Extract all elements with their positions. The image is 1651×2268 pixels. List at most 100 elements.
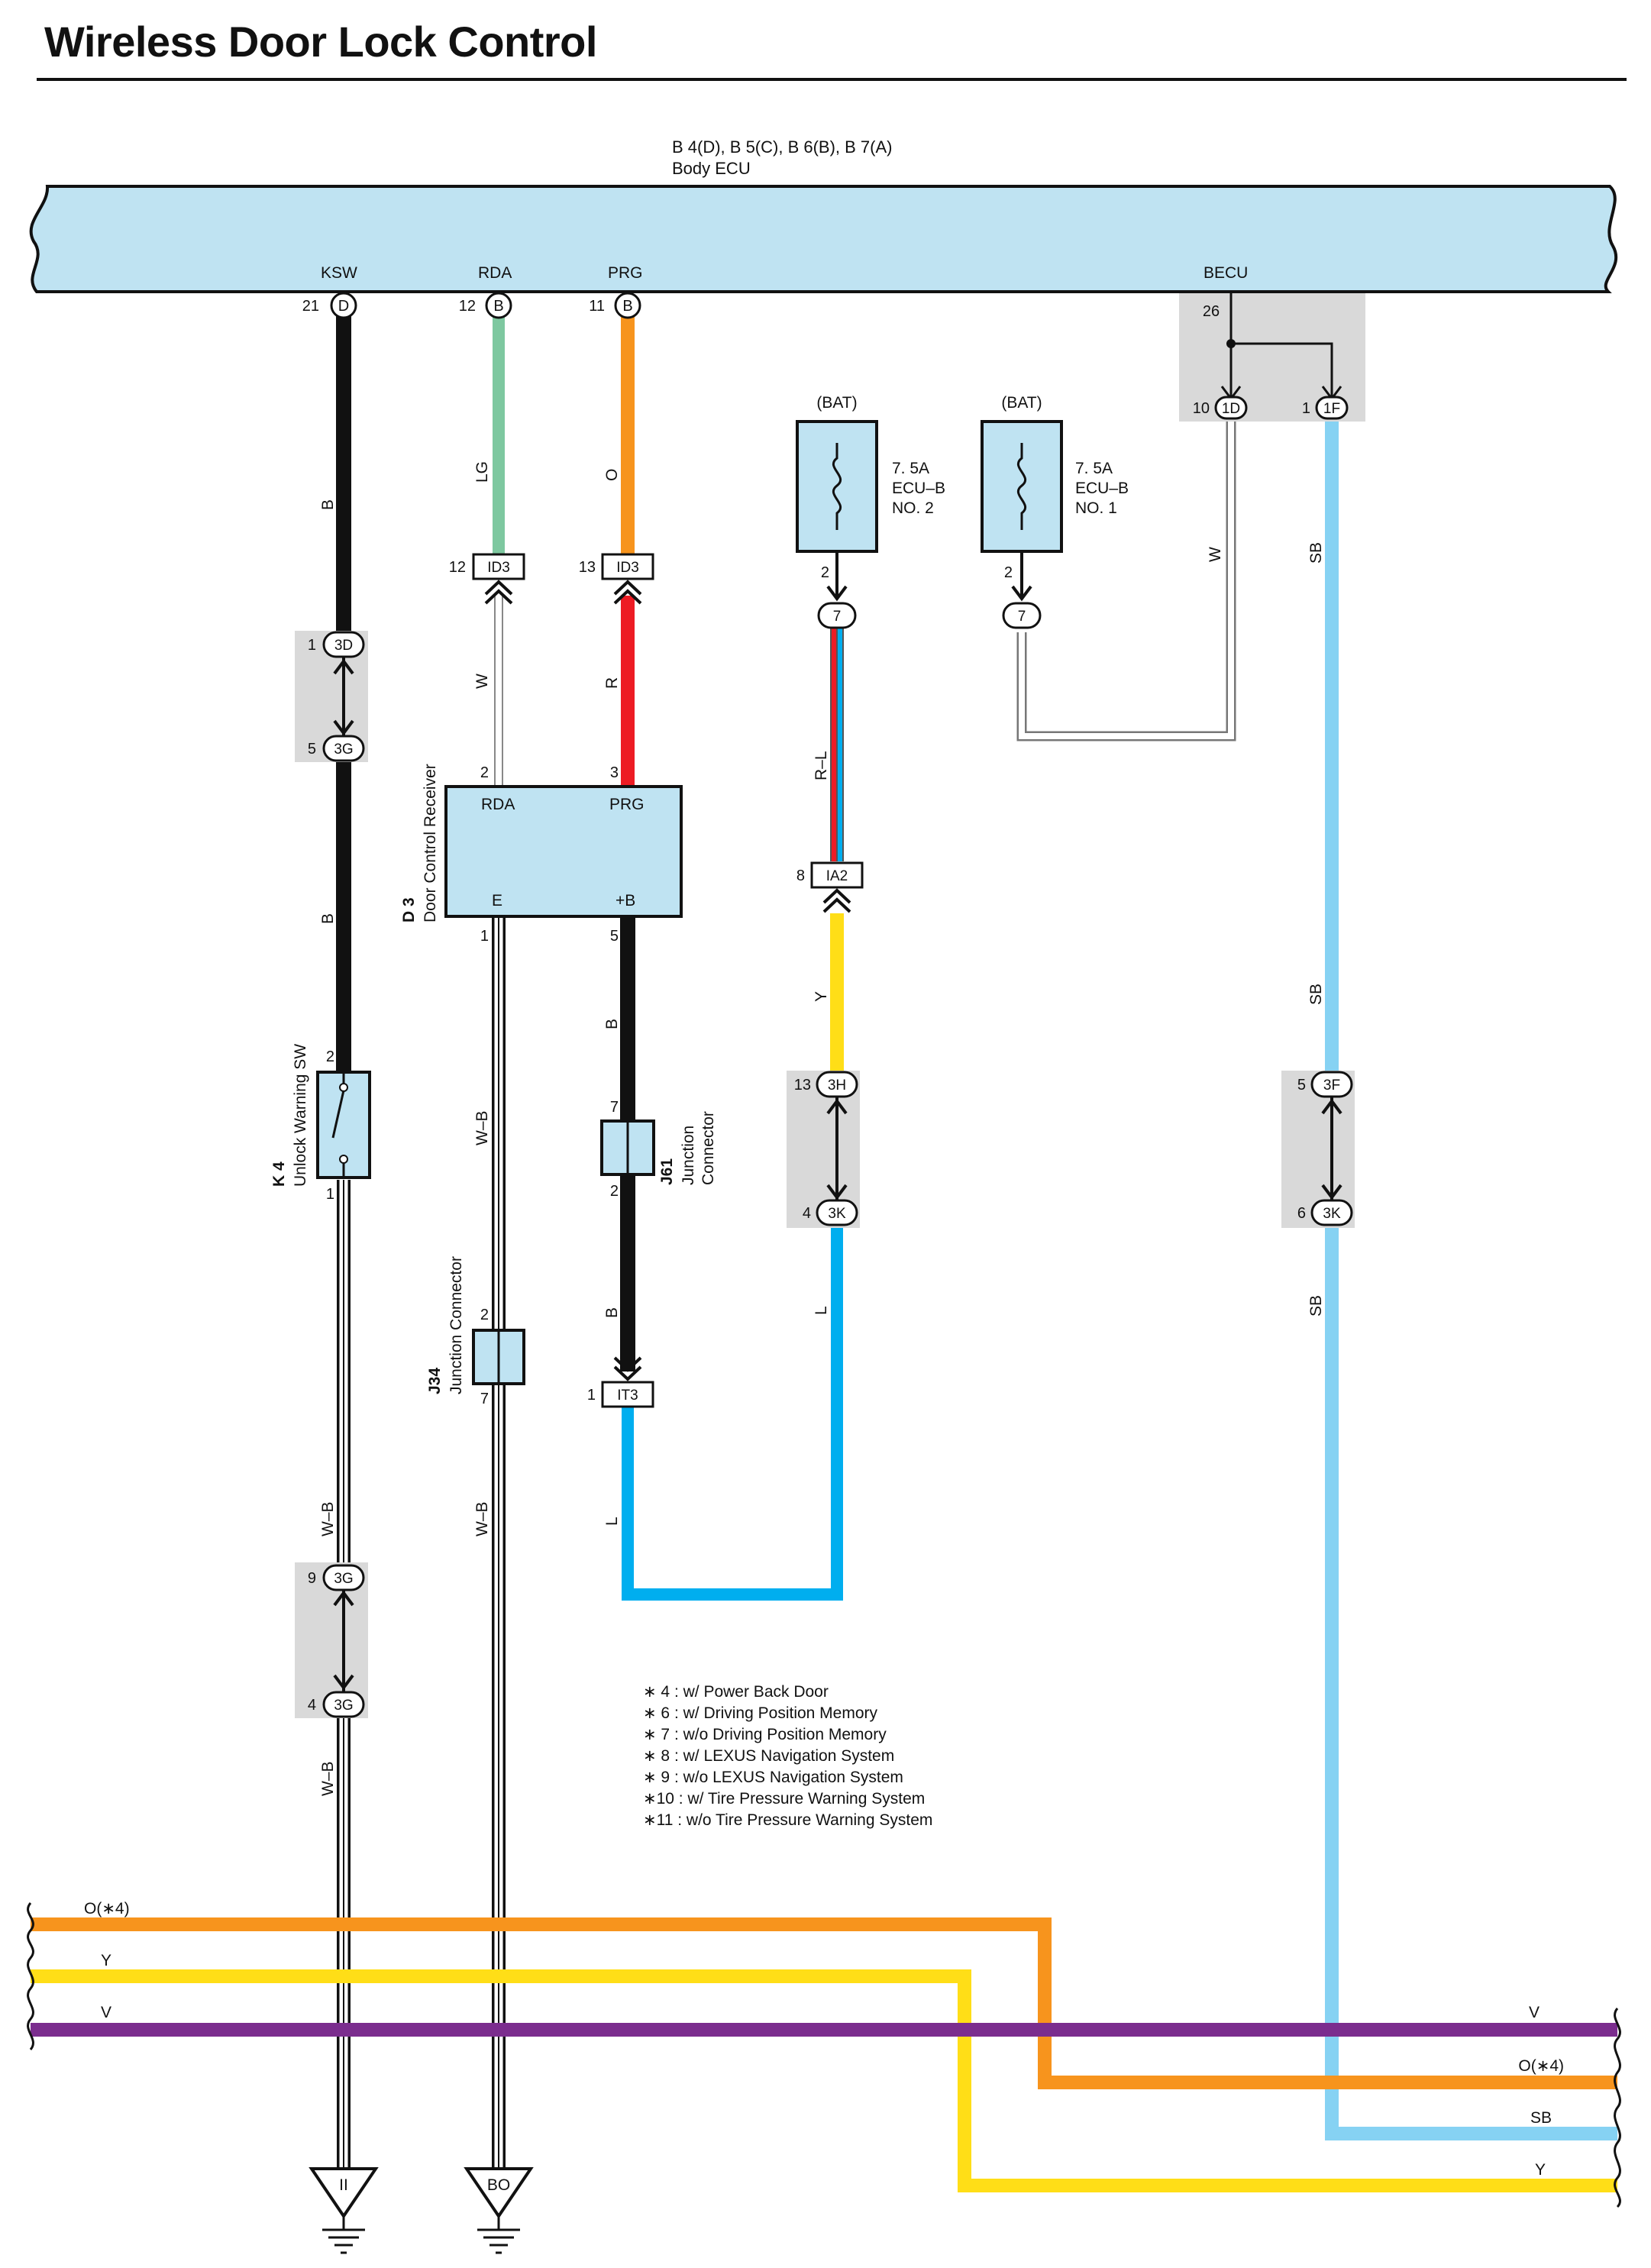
j34-pin-top: 2: [480, 1307, 489, 1323]
j61-pin-top: 7: [610, 1099, 619, 1116]
fuse-no2-element: [832, 443, 842, 530]
wire-label-rda-w: W: [473, 674, 491, 689]
wire-label-it3-l: L: [603, 1517, 621, 1526]
ground-bo-label: BO: [487, 2176, 510, 2194]
body-ecu-connectors: B 4(D), B 5(C), B 6(B), B 7(A): [672, 137, 893, 157]
body-ecu-box: [29, 185, 1618, 293]
j61-name-line2: Connector: [699, 1111, 717, 1185]
bus-right-label-yellow: Y: [1535, 2161, 1546, 2179]
conn-3d-label: 3D: [334, 638, 353, 654]
fuse-ecu-b-no2: (BAT) 7. 5A ECU–B NO. 2 2 7: [796, 394, 945, 629]
terminal-ksw-label: KSW: [321, 264, 357, 282]
becu-pin-number: 26: [1203, 303, 1220, 320]
terminal-rda-label: RDA: [478, 264, 512, 282]
wire-label-rda-lg: LG: [473, 461, 491, 483]
pin-rda-conn: B: [493, 298, 503, 315]
note-10: ∗10 : w/ Tire Pressure Warning System: [643, 1790, 925, 1808]
conn-id3-o-label: ID3: [616, 560, 639, 576]
becu-branch-1d-pin: 10: [1193, 400, 1210, 417]
ground-ii-label: II: [339, 2176, 348, 2194]
bus-right-label-sb: SB: [1530, 2109, 1552, 2127]
fuse-no2-source: (BAT): [816, 394, 857, 412]
door-control-receiver: RDA PRG E +B 2 3 1 5 D 3 Door Control Re…: [400, 764, 683, 945]
ground-bo: BO: [464, 2167, 534, 2254]
dcr-pin-e: 1: [480, 928, 489, 945]
junction-connector-j34: 2 7 J34 Junction Connector: [426, 1256, 525, 1407]
dcr-pin-prg: 3: [610, 764, 619, 781]
wire-label-e-wb1: W–B: [473, 1110, 491, 1145]
conn-3d-pin: 1: [308, 637, 316, 654]
wire-label-b-b1: B: [603, 1019, 621, 1029]
wire-label-ksw-b1: B: [319, 499, 337, 510]
pin-ksw-conn: D: [338, 298, 349, 315]
pin-prg: B 11: [589, 292, 641, 319]
pin-prg-conn: B: [622, 298, 632, 315]
conn-it3-label: IT3: [617, 1388, 638, 1404]
wire-sb: [1325, 417, 1617, 2140]
conn-3g-mid-label: 3G: [334, 1571, 353, 1587]
j34-name: Junction Connector: [447, 1256, 465, 1394]
conn-ia2-pin: 8: [796, 867, 805, 884]
wire-label-ksw-b2: B: [319, 913, 337, 924]
conn-ia2-label: IA2: [826, 868, 848, 884]
terminal-prg-label: PRG: [608, 264, 643, 282]
conn-id3-lg-pin: 12: [449, 559, 466, 576]
wire-label-prg-o: O: [603, 469, 621, 481]
junction-connector-j61: 7 2 J61 Junction Connector: [600, 1099, 717, 1200]
wire-label-sb3: SB: [1307, 1295, 1325, 1317]
title-underline: [37, 78, 1627, 81]
conn-3k-sb-pin: 6: [1297, 1205, 1306, 1222]
fuse-no1-name: ECU–B: [1075, 480, 1129, 497]
j34-code: J34: [426, 1368, 444, 1394]
bus-wire-yellow: [31, 1969, 1617, 2192]
note-11: ∗11 : w/o Tire Pressure Warning System: [643, 1811, 932, 1829]
fuse-no2-joint: 7: [833, 609, 842, 625]
fuse-no2-name: ECU–B: [892, 480, 945, 497]
conn-id3-o-pin: 13: [579, 559, 596, 576]
conn-3k-sb-label: 3K: [1323, 1206, 1341, 1222]
conn-3f-pin: 5: [1297, 1077, 1306, 1094]
fuse-no2-rating: 7. 5A: [892, 460, 929, 477]
becu-junction: 26 1D 10 1F 1: [1179, 293, 1365, 422]
bus-right-label-orange: O(∗4): [1518, 2057, 1564, 2075]
fuse-no2-number: NO. 2: [892, 499, 934, 517]
connector-pair-3d-3g: 3D 1 3G 5: [295, 631, 368, 762]
wire-label-b-b2: B: [603, 1307, 621, 1318]
page-title: Wireless Door Lock Control: [44, 18, 597, 66]
connector-id3-o: ID3 13: [579, 553, 654, 605]
j61-name-line1: Junction: [680, 1126, 697, 1185]
conn-3g-bot-pin: 4: [308, 1697, 316, 1714]
bus-break-left: [27, 1902, 34, 2050]
fuse-no1-pin: 2: [1004, 564, 1013, 581]
bus-left-label-violet: V: [101, 2004, 111, 2021]
j61-pin-bottom: 2: [610, 1183, 619, 1200]
wire-label-becu-w: W: [1207, 547, 1224, 562]
dcr-terminal-b: +B: [615, 892, 635, 909]
dcr-terminal-e: E: [492, 892, 502, 909]
pin-rda: B 12: [459, 292, 512, 319]
note-8: ∗ 8 : w/ LEXUS Navigation System: [643, 1747, 894, 1765]
fuse-no1-number: NO. 1: [1075, 499, 1117, 517]
uwsw-name: Unlock Warning SW: [292, 1044, 309, 1187]
connector-it3: IT3 1: [587, 1356, 654, 1408]
pin-ksw-number: 21: [302, 298, 319, 315]
connector-ia2: IA2 8: [796, 861, 864, 913]
wire-label-3k-l: L: [813, 1306, 830, 1315]
note-7: ∗ 7 : w/o Driving Position Memory: [643, 1726, 887, 1743]
fuse-ecu-b-no1: (BAT) 7. 5A ECU–B NO. 1 2 7: [981, 394, 1129, 629]
fuse-no1-source: (BAT): [1001, 394, 1042, 412]
wire-label-ia2-y: Y: [813, 991, 830, 1002]
bus-wire-orange: [31, 1917, 1617, 2089]
wire-label-sb1: SB: [1307, 542, 1325, 564]
conn-3g-bot-label: 3G: [334, 1698, 353, 1714]
dcr-terminal-rda: RDA: [481, 796, 515, 813]
dcr-pin-rda: 2: [480, 764, 489, 781]
wire-label-ksw-wb1: W–B: [319, 1501, 337, 1536]
fuse-no1-element: [1016, 443, 1027, 530]
uwsw-pin-top: 2: [326, 1048, 334, 1065]
conn-3h-label: 3H: [828, 1077, 846, 1094]
bus-left-label-orange: O(∗4): [84, 1900, 130, 1917]
pin-ksw: D 21: [302, 292, 357, 319]
wire-it3-l: [622, 1214, 843, 1601]
j61-code: J61: [658, 1158, 676, 1185]
